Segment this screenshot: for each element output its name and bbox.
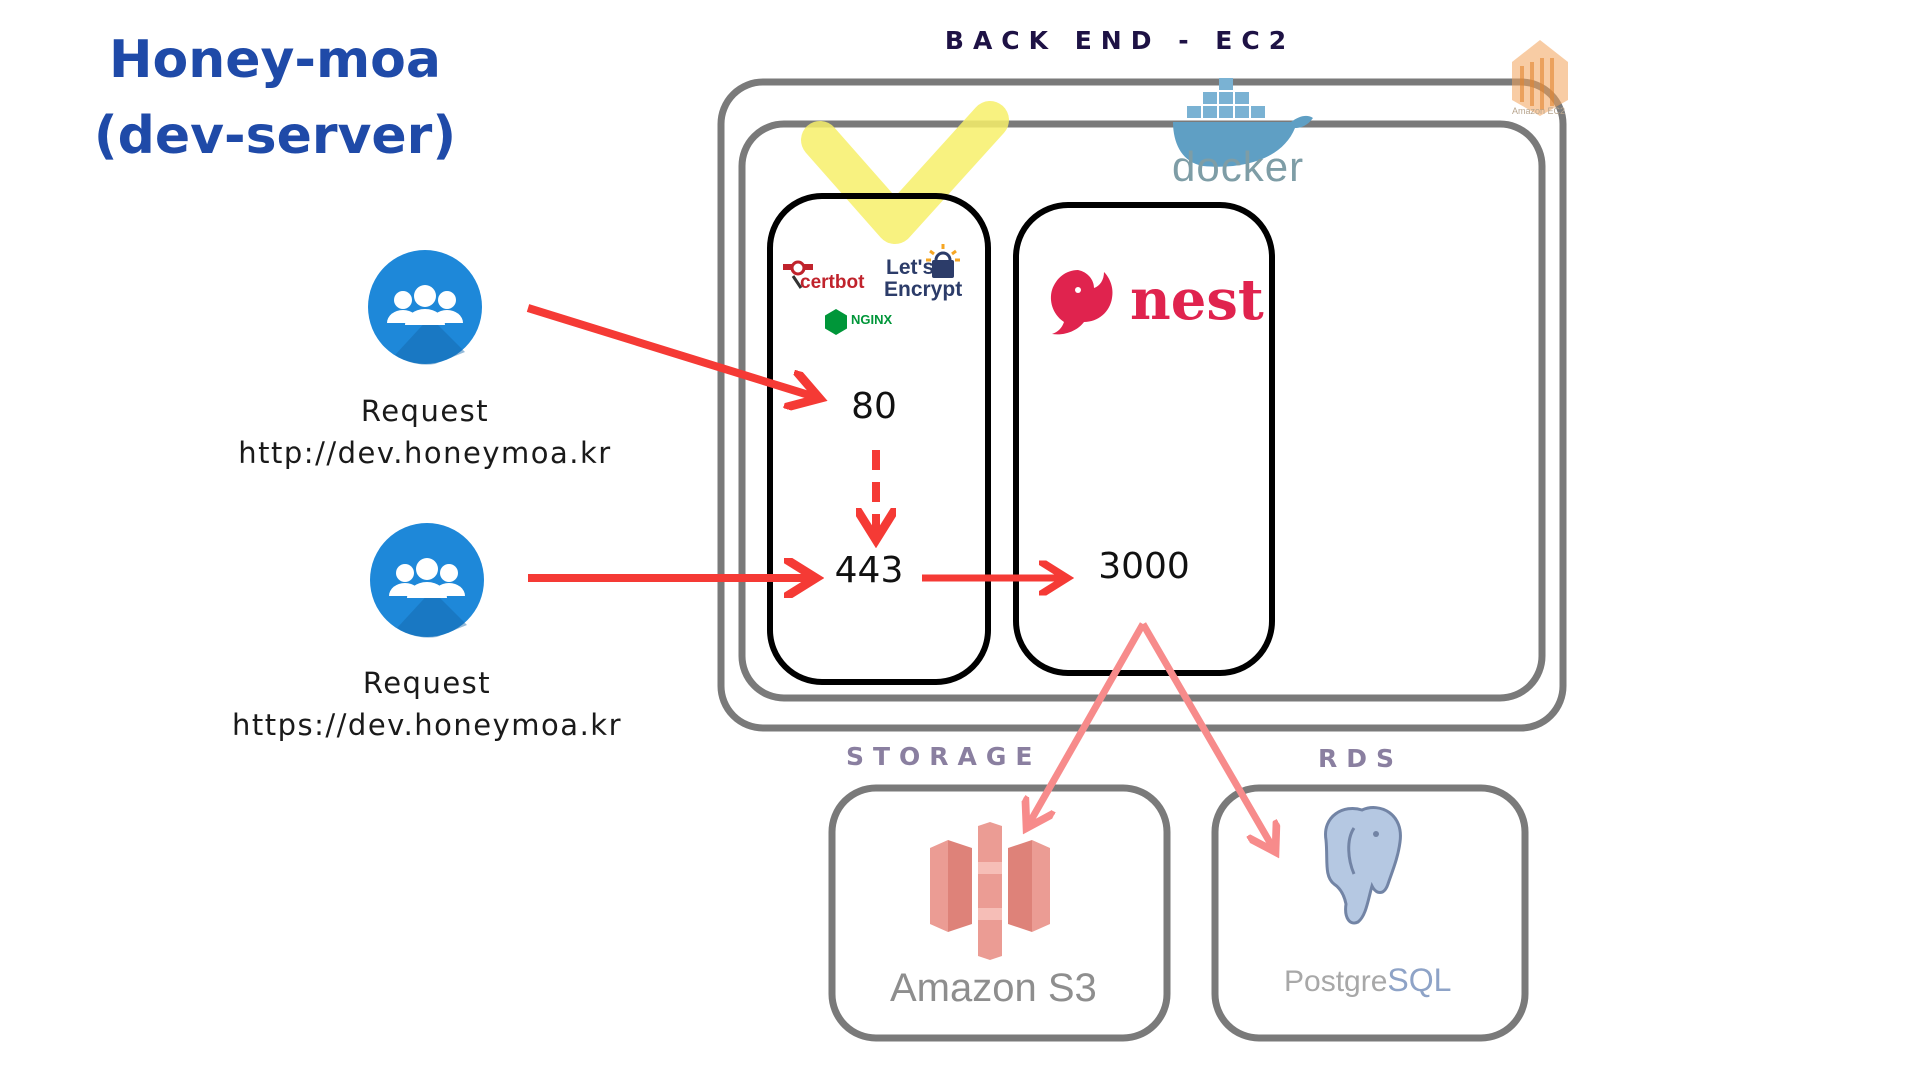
rds-box [1211, 784, 1529, 1042]
postgresql-logo-text: PostgreSQL [1284, 962, 1451, 999]
request-url: http://dev.honeymoa.kr [238, 436, 612, 470]
title-line-2: (dev-server) [93, 106, 457, 166]
nginx-box [767, 193, 991, 685]
ec2-caption: Amazon EC2 [1512, 106, 1566, 116]
backend-label: BACK END - EC2 [944, 26, 1296, 55]
nest-box [1013, 202, 1275, 676]
port-3000: 3000 [1098, 546, 1190, 587]
s3-logo-text: Amazon S3 [890, 966, 1097, 1010]
users-icon [370, 523, 484, 638]
arrow-3000-to-postgres [1139, 622, 1272, 846]
request-https: Request https://dev.honeymoa.kr [207, 662, 647, 746]
title-line-1: Honey-moa [108, 30, 441, 90]
users-icon [368, 250, 482, 365]
certbot-icon [783, 260, 813, 289]
postgresql-icon [1324, 806, 1402, 925]
nest-icon [1050, 270, 1113, 335]
nginx-icon [825, 309, 847, 335]
s3-icon [930, 822, 1050, 960]
nginx-logo-text: NGINX [851, 312, 893, 327]
nest-logo-text: nest [1130, 267, 1264, 333]
docker-box [738, 120, 1546, 702]
arrow-3000-to-s3 [1030, 622, 1147, 822]
ec2-icon [1512, 40, 1568, 116]
request-http: Request http://dev.honeymoa.kr [205, 390, 645, 474]
letsencrypt-logo-line-1: Let's [886, 256, 935, 279]
port-443: 443 [834, 550, 904, 591]
arrow-http-to-80 [526, 304, 812, 396]
postgresql-logo-part-1: Postgre [1284, 965, 1388, 998]
checkmark-icon [801, 101, 1009, 244]
port-80: 80 [851, 386, 897, 427]
docker-logo-text: docker [1172, 143, 1305, 190]
docker-icon [1173, 78, 1313, 167]
request-label: Request [360, 394, 490, 428]
ec2-box [717, 78, 1567, 732]
storage-box [828, 784, 1171, 1042]
certbot-logo-text: certbot [800, 272, 865, 293]
storage-label: STORAGE [846, 742, 1042, 771]
letsencrypt-logo-line-2: Encrypt [884, 278, 963, 301]
letsencrypt-icon [926, 244, 960, 278]
rds-label: RDS [1318, 744, 1404, 773]
page-title: Honey-moa (dev-server) [60, 22, 490, 174]
request-url: https://dev.honeymoa.kr [231, 708, 623, 742]
postgresql-logo-part-2: SQL [1387, 962, 1452, 998]
request-label: Request [362, 666, 492, 700]
